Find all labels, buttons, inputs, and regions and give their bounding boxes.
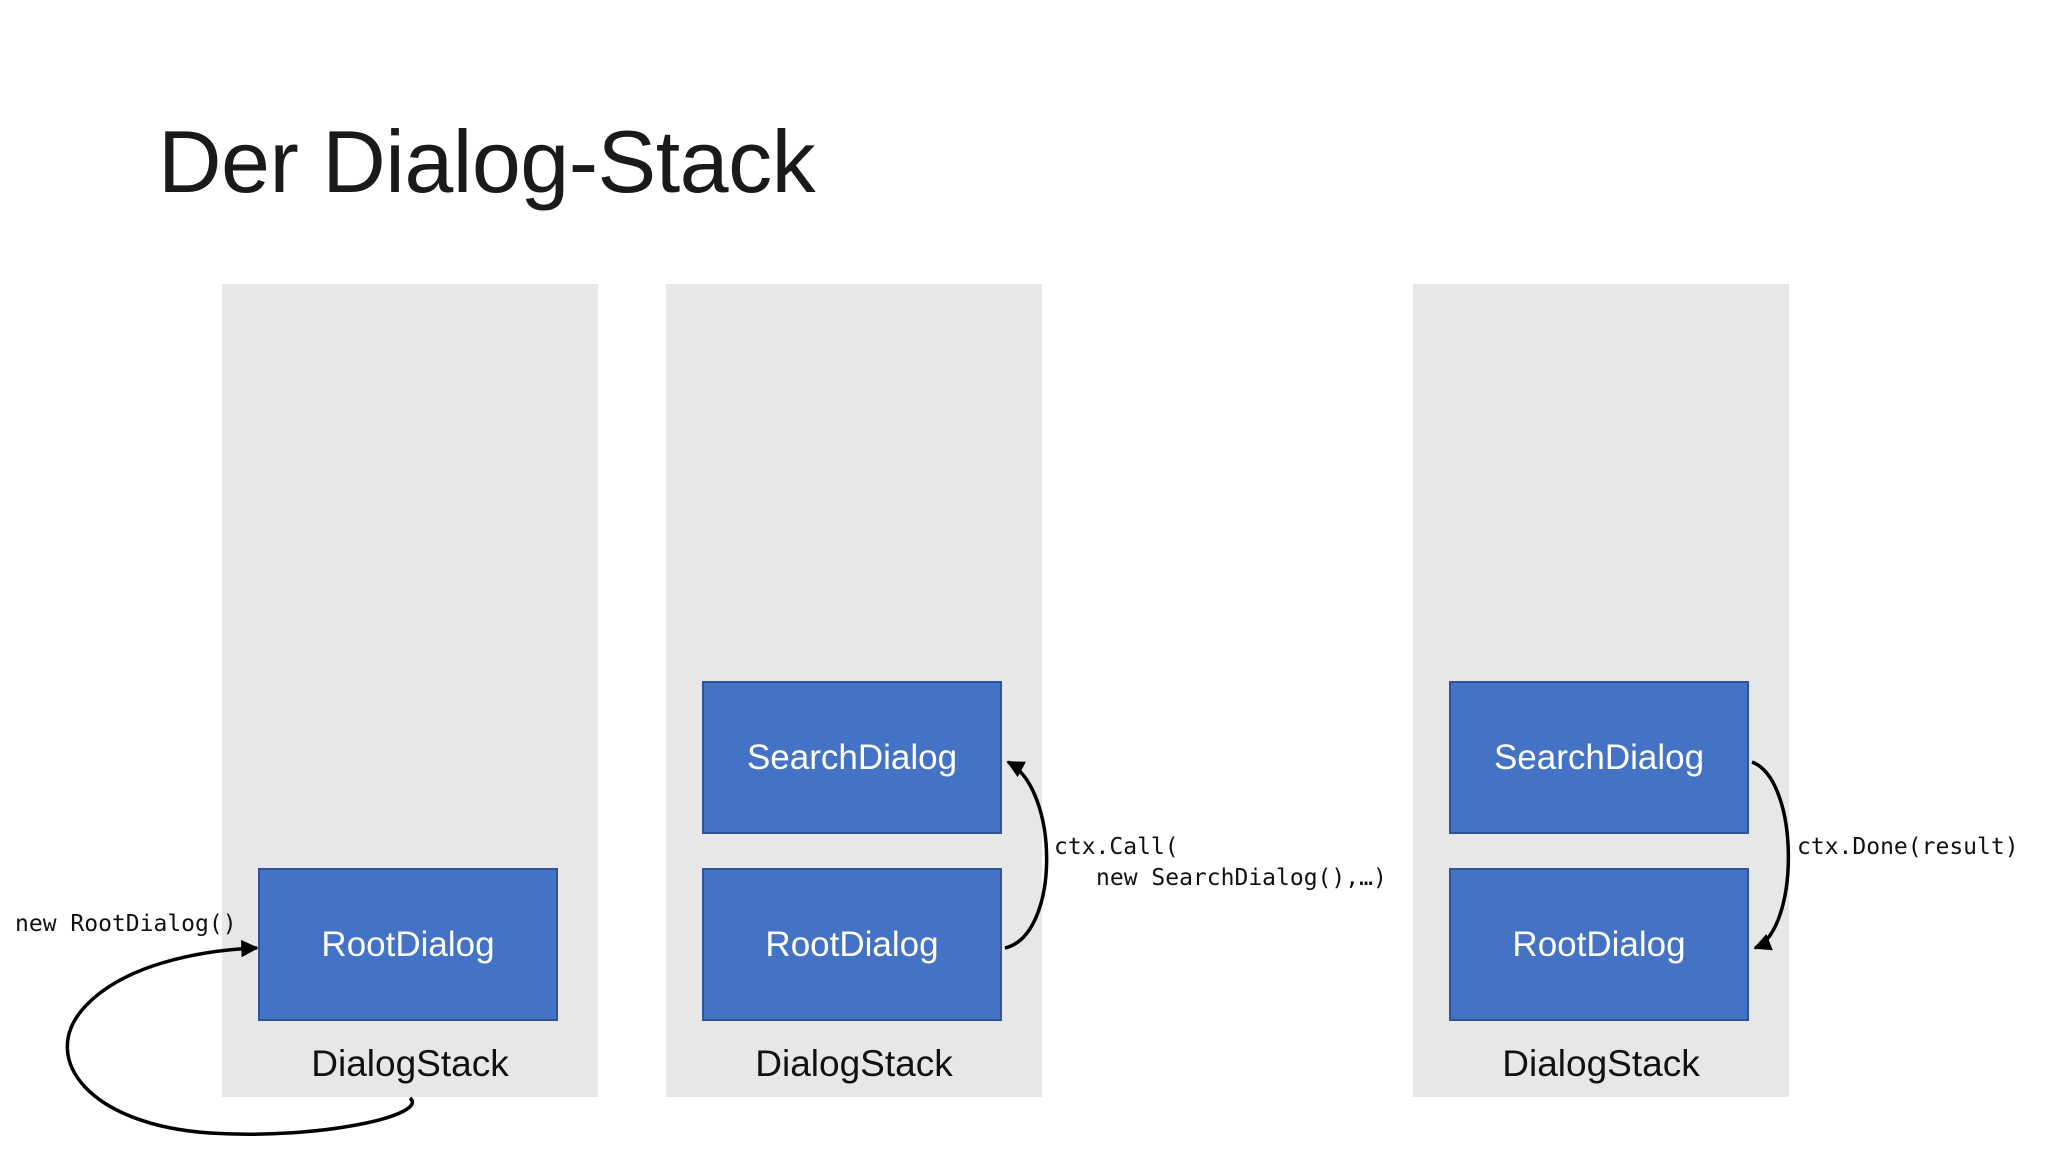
stack-label: DialogStack [1502,1043,1700,1084]
slide-title: Der Dialog-Stack [158,112,816,211]
done-arrow [1751,760,1791,951]
dialog-stack-3: SearchDialog RootDialog DialogStack [1413,284,1789,1097]
root-dialog-box: RootDialog [702,868,1002,1021]
create-root-label: new RootDialog() [15,911,237,937]
done-label: ctx.Done(result) [1797,834,2019,860]
dialog-stack-2: SearchDialog RootDialog DialogStack [666,284,1042,1097]
stack-label: DialogStack [311,1043,509,1084]
search-dialog-box: SearchDialog [1449,681,1749,834]
dialog-stack-1: RootDialog DialogStack [222,284,598,1097]
call-label-line2: new SearchDialog(),…) [1096,865,1387,891]
root-dialog-box: RootDialog [1449,868,1749,1021]
create-root-arrow [65,939,415,1136]
search-dialog-box: SearchDialog [702,681,1002,834]
call-label-line1: ctx.Call( [1054,834,1179,860]
stack-label: DialogStack [755,1043,953,1084]
call-arrow [1004,760,1049,950]
root-dialog-box: RootDialog [258,868,558,1021]
